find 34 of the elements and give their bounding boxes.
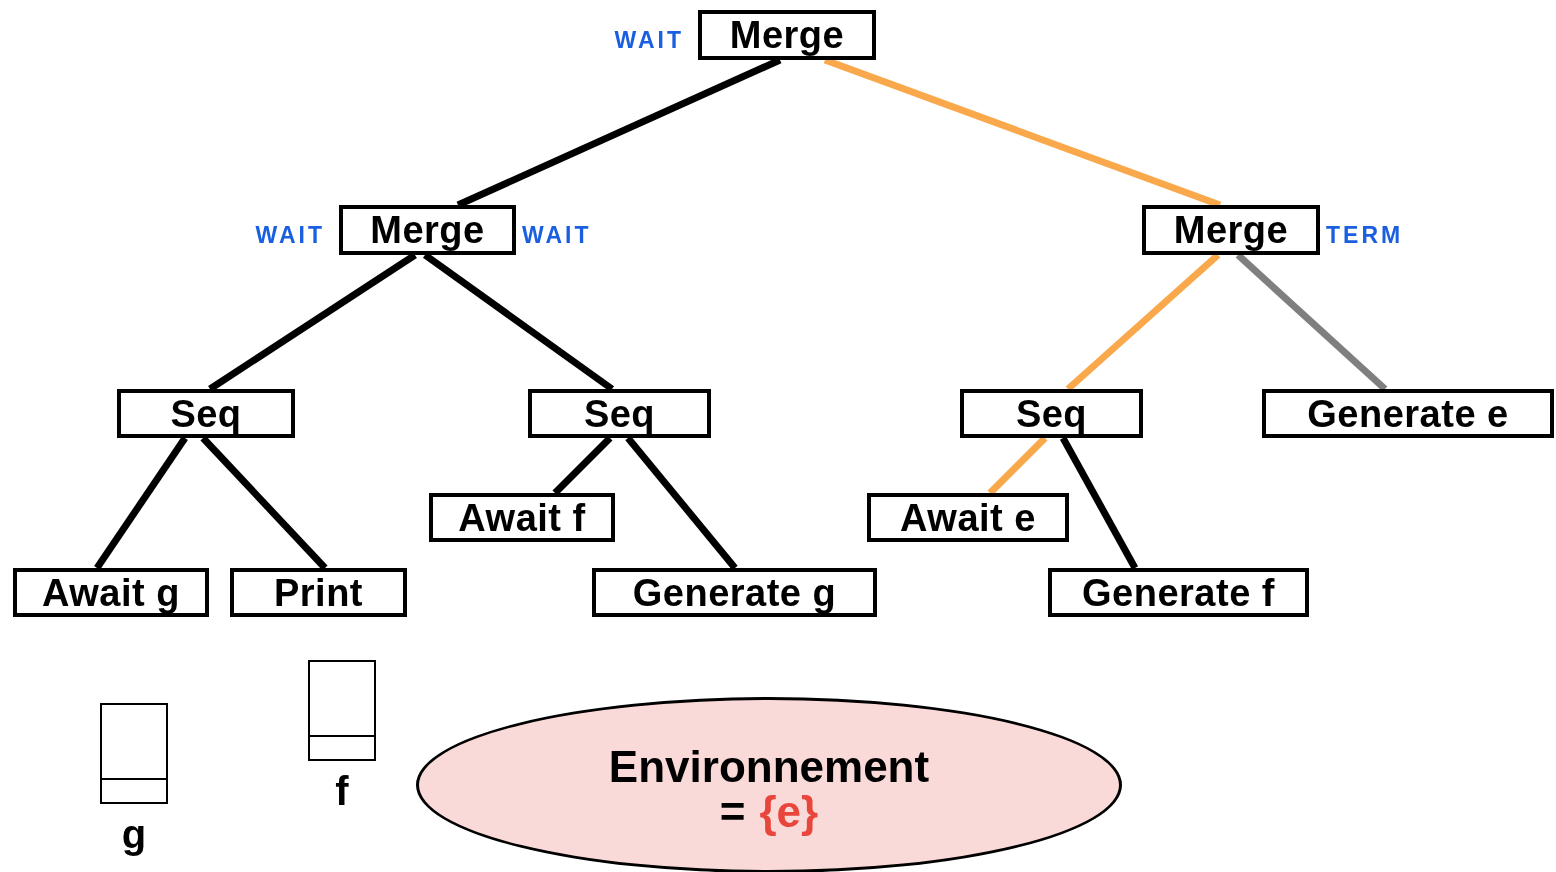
- node-label: Generate g: [632, 573, 837, 612]
- node-label: Seq: [170, 394, 242, 433]
- process-box: [867, 493, 1069, 542]
- connector-line: [1059, 436, 1139, 570]
- event-set: {e}: [759, 790, 819, 835]
- buffer-label: f: [335, 771, 349, 811]
- process-box: [960, 389, 1143, 438]
- node-label: Generate e: [1307, 394, 1509, 433]
- process-box: [230, 568, 407, 617]
- node-label: Seq: [583, 394, 656, 433]
- buffer-label: g: [121, 814, 147, 854]
- process-box: [1048, 568, 1309, 617]
- node-label: Merge: [370, 211, 485, 249]
- environment-label: Environnement: [608, 744, 930, 791]
- status-label: WAIT: [255, 221, 325, 249]
- node-label: Merge: [1173, 211, 1289, 249]
- process-box: [117, 389, 295, 438]
- equals-sign: =: [719, 790, 746, 835]
- process-box: [1262, 389, 1554, 438]
- node-label: Print: [273, 573, 364, 612]
- node-label: Merge: [729, 16, 845, 54]
- status-label: TERM: [1326, 221, 1404, 249]
- node-label: Await f: [458, 498, 586, 537]
- status-label: WAIT: [614, 26, 684, 54]
- process-box: [13, 568, 209, 617]
- process-box: [528, 389, 711, 438]
- process-box: [592, 568, 877, 617]
- node-label: Generate f: [1082, 573, 1275, 612]
- status-label: WAIT: [522, 221, 592, 249]
- node-label: Await e: [900, 498, 1036, 537]
- node-label: Seq: [1015, 394, 1088, 433]
- connector-line: [94, 436, 188, 570]
- process-box: [429, 493, 615, 542]
- node-label: Await g: [42, 573, 180, 612]
